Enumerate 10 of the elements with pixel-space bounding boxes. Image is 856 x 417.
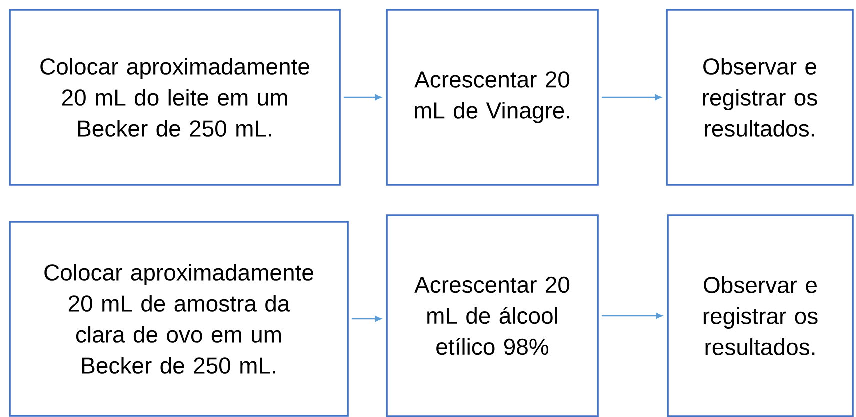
arrow <box>344 94 382 100</box>
process-box: Observar e registrar os resultados. <box>667 214 854 417</box>
arrow <box>602 313 663 319</box>
arrow <box>352 316 382 322</box>
arrow <box>602 94 662 100</box>
process-box: Observar e registrar os resultados. <box>666 9 854 186</box>
process-box: Acrescentar 20 mL de álcool etílico 98% <box>386 214 599 417</box>
process-box: Colocar aproximadamente 20 mL de amostra da clara de ovo em um Becker de 250 mL. <box>9 221 349 417</box>
process-box: Colocar aproximadamente 20 mL do leite em um Becker de 250 mL. <box>9 9 341 186</box>
process-box: Acrescentar 20 mL de Vinagre. <box>386 9 599 186</box>
